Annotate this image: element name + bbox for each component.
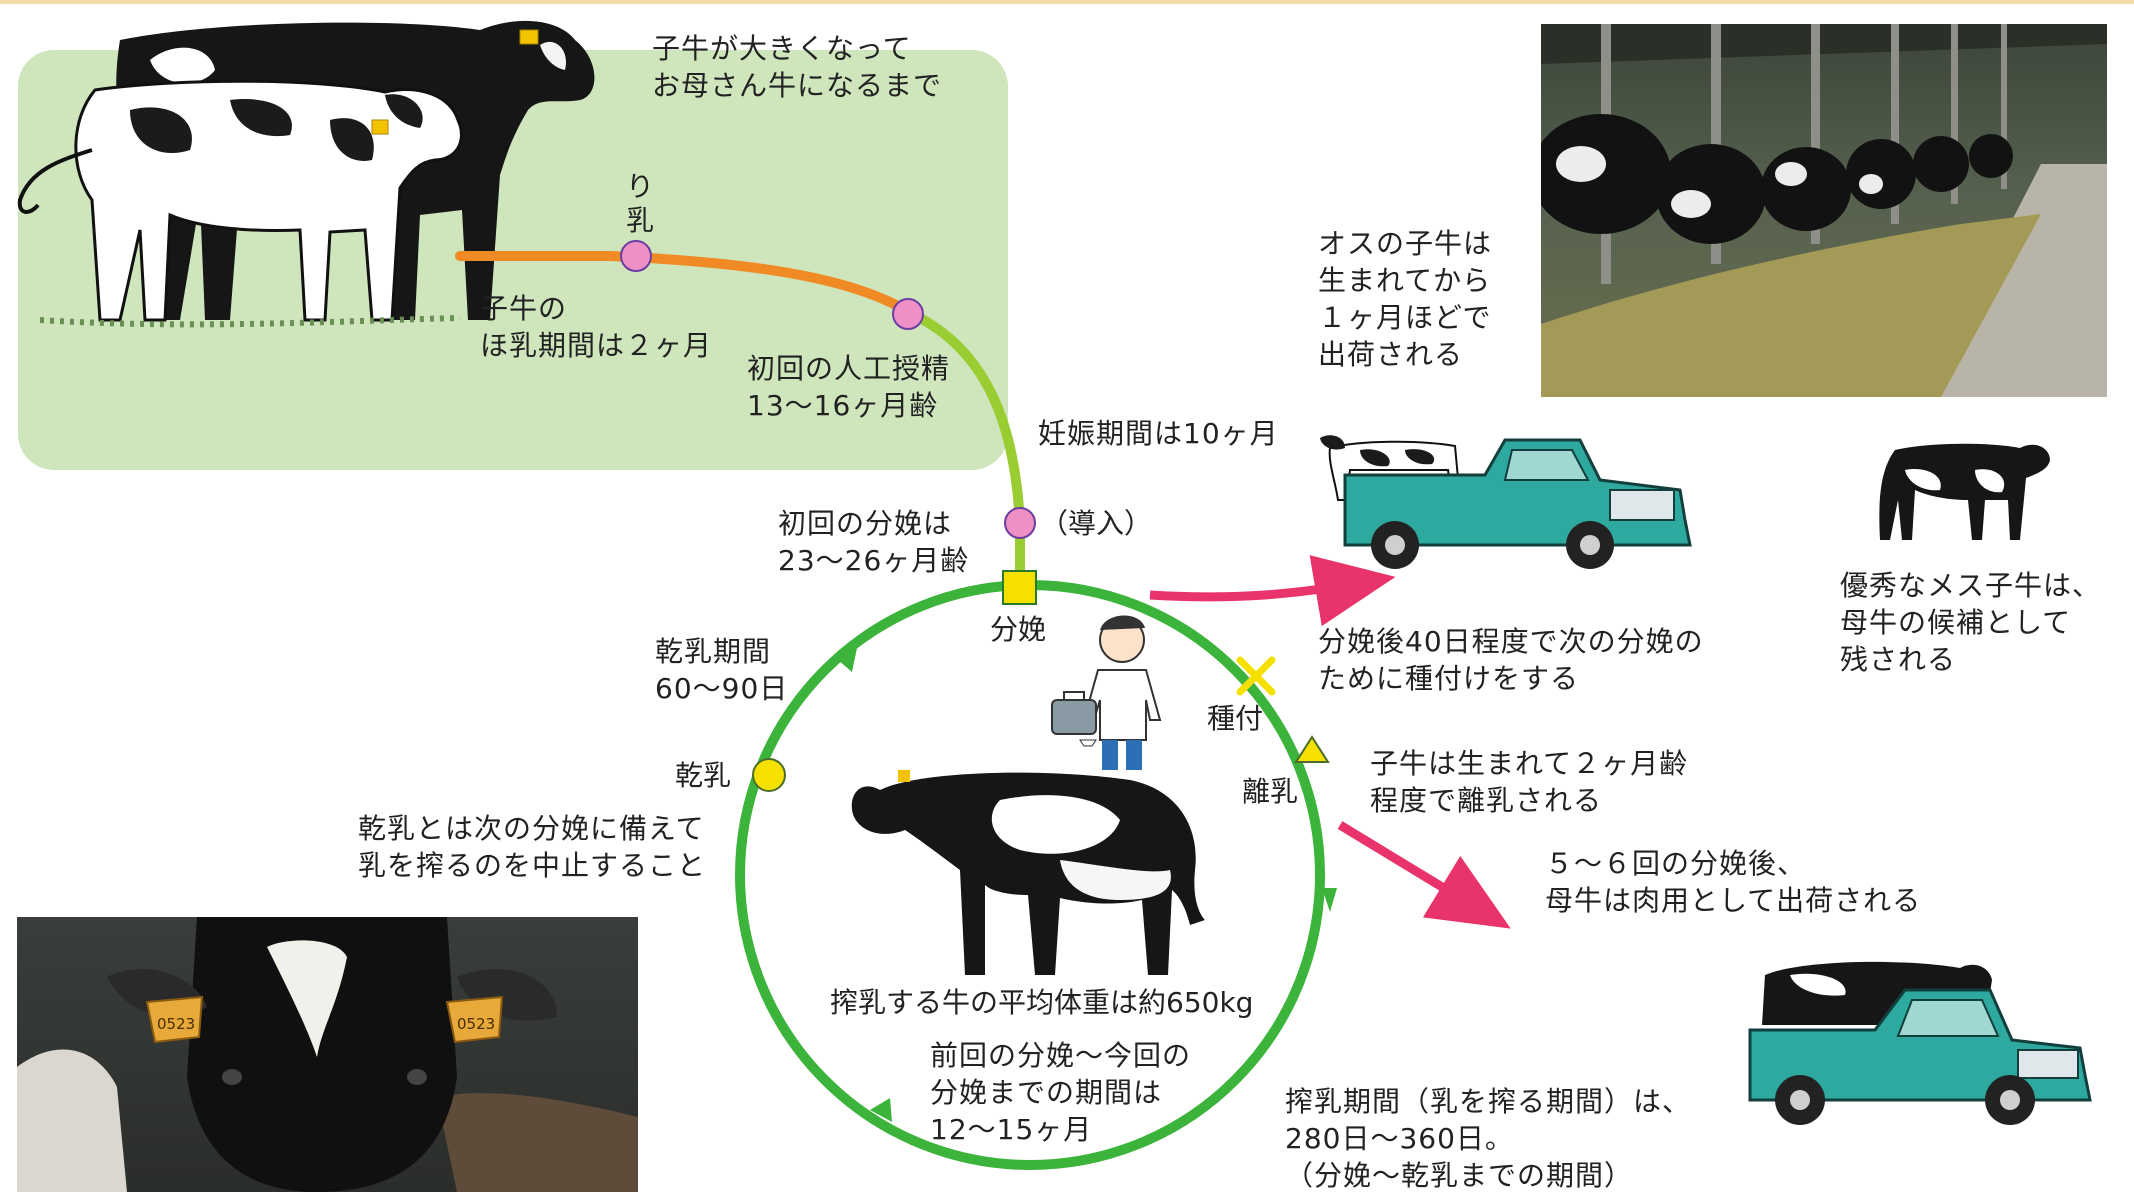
ear-tag-number: 0523 — [457, 1015, 495, 1033]
male-calf-shipment-arrow — [1149, 555, 1396, 627]
first-insemination-marker-circle — [892, 298, 924, 330]
average-weight-text: 搾乳する牛の平均体重は約650kg — [830, 986, 1254, 1019]
dairy-cow-illustration — [851, 770, 1205, 975]
cycle-arrow-2 — [1322, 888, 1337, 912]
circle-icon — [752, 758, 786, 792]
growth-caption: 子牛が大きくなって お母さん牛になるまで — [652, 32, 943, 102]
calving-interval-text: 前回の分娩〜今回の 分娩までの期間は 12〜15ヶ月 — [930, 1039, 1192, 1146]
introduction-label: （導入） — [1040, 507, 1153, 540]
breeding-label: 種付 — [1207, 702, 1264, 735]
cow-face-photo: 0523 0523 — [17, 917, 638, 1192]
suckling-period-text: 子牛の ほ乳期間は２ヶ月 — [480, 292, 713, 362]
lactation-period-text: 搾乳期間（乳を搾る期間）は、 280日〜360日。 （分娩〜乾乳までの期間） — [1285, 1085, 1692, 1192]
square-icon — [1002, 570, 1037, 605]
truck-with-calf-illustration — [1320, 435, 1692, 569]
barn-photo — [1541, 24, 2107, 397]
triangle-icon — [1294, 735, 1330, 763]
weaning-age-text: 子牛は生まれて２ヶ月齢 程度で離乳される — [1370, 747, 1689, 817]
weaning-label: 離乳 — [1242, 775, 1299, 808]
first-calving-text: 初回の分娩は 23〜26ヶ月齢 — [778, 507, 970, 577]
veterinarian-illustration — [1051, 615, 1162, 770]
rebreeding-text: 分娩後40日程度で次の分娩の ために種付けをする — [1318, 625, 1704, 695]
calving-label: 分娩 — [990, 613, 1047, 646]
heifer-illustration — [1879, 443, 2050, 540]
introduction-marker-circle — [1004, 507, 1036, 539]
weaning-marker-circle — [620, 240, 652, 272]
gestation-text: 妊娠期間は10ヶ月 — [1038, 417, 1279, 450]
grass-line — [39, 315, 461, 328]
female-calf-text: 優秀なメス子牛は、 母牛の候補として 残される — [1840, 569, 2102, 676]
calf-illustration — [17, 29, 539, 322]
male-calf-text: オスの子牛は 生まれてから １ヶ月ほどで 出荷される — [1318, 227, 1493, 371]
cull-text: ５〜６回の分娩後、 母牛は肉用として出荷される — [1545, 847, 1922, 917]
dry-off-definition: 乾乳とは次の分娩に備えて 乳を搾るのを中止すること — [358, 812, 707, 882]
cull-shipment-arrow — [1337, 821, 1511, 929]
weaning-marker-label: り 乳 — [626, 170, 656, 237]
top-rule — [0, 0, 2134, 4]
cycle-arrow-3 — [870, 1098, 892, 1122]
ear-tag-number: 0523 — [157, 1015, 195, 1033]
cycle-arrow-1 — [838, 648, 857, 672]
gestation-line — [905, 308, 1025, 593]
cross-icon — [1236, 656, 1276, 696]
dry-off-label: 乾乳 — [675, 759, 732, 792]
dry-period-text: 乾乳期間 60〜90日 — [655, 635, 789, 705]
truck-with-cow-illustration — [1748, 961, 2092, 1125]
first-insemination-text: 初回の人工授精 13〜16ヶ月齢 — [747, 352, 951, 422]
